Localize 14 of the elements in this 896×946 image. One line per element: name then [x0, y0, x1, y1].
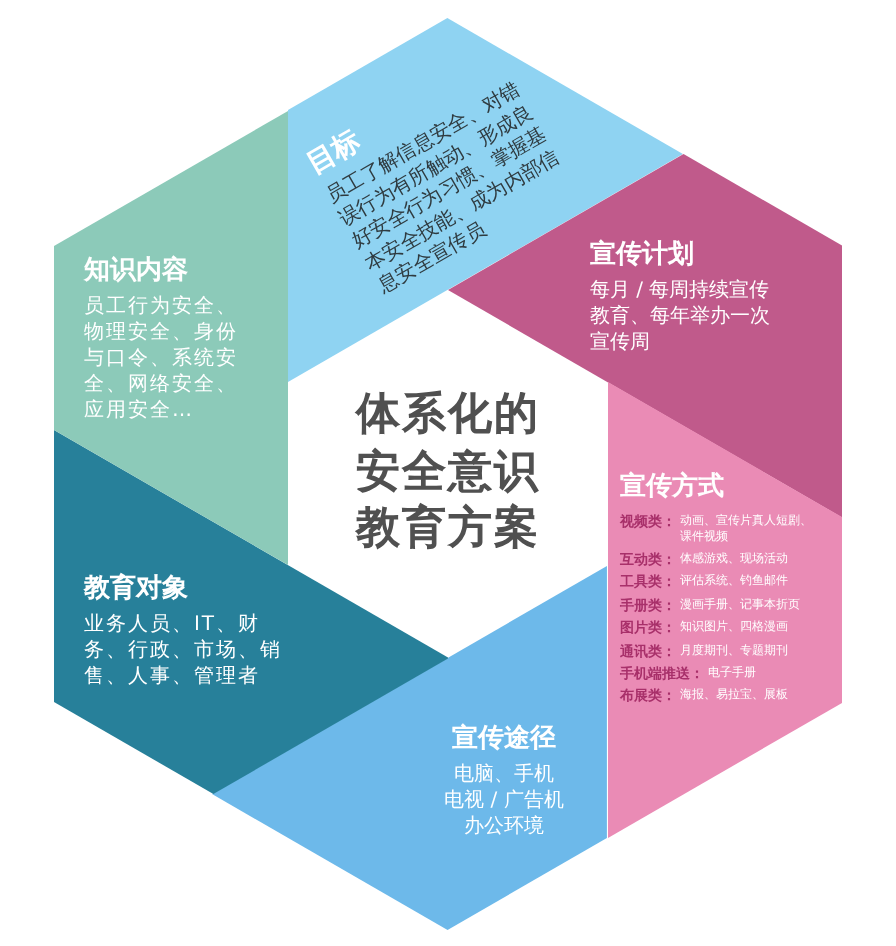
segment-text: 员工行为安全、物理安全、身份与口令、系统安全、网络安全、应用安全… [83, 294, 240, 424]
segment-heading: 宣传计划 [590, 237, 694, 272]
center-title: 体系化的安全意识教育方案 [353, 388, 542, 559]
segment-heading: 宣传方式 [619, 469, 724, 504]
segment-heading: 教育对象 [83, 571, 188, 606]
segment-text: 电脑、手机 [451, 762, 556, 788]
segment-text: 办公环境 [461, 814, 546, 840]
segment-heading: 知识内容 [83, 253, 188, 288]
segment-heading: 宣传途径 [451, 721, 556, 756]
segment-text: 业务人员、IT、财务、行政、市场、销售、人事、管理者 [83, 612, 284, 690]
segment-text: 每月 / 每周持续宣传教育、每年举办一次宣传周 [590, 278, 772, 356]
hexagon-segment [53, 110, 289, 566]
hexagon-segment [607, 382, 843, 838]
segment-text: 电视 / 广告机 [442, 788, 566, 814]
